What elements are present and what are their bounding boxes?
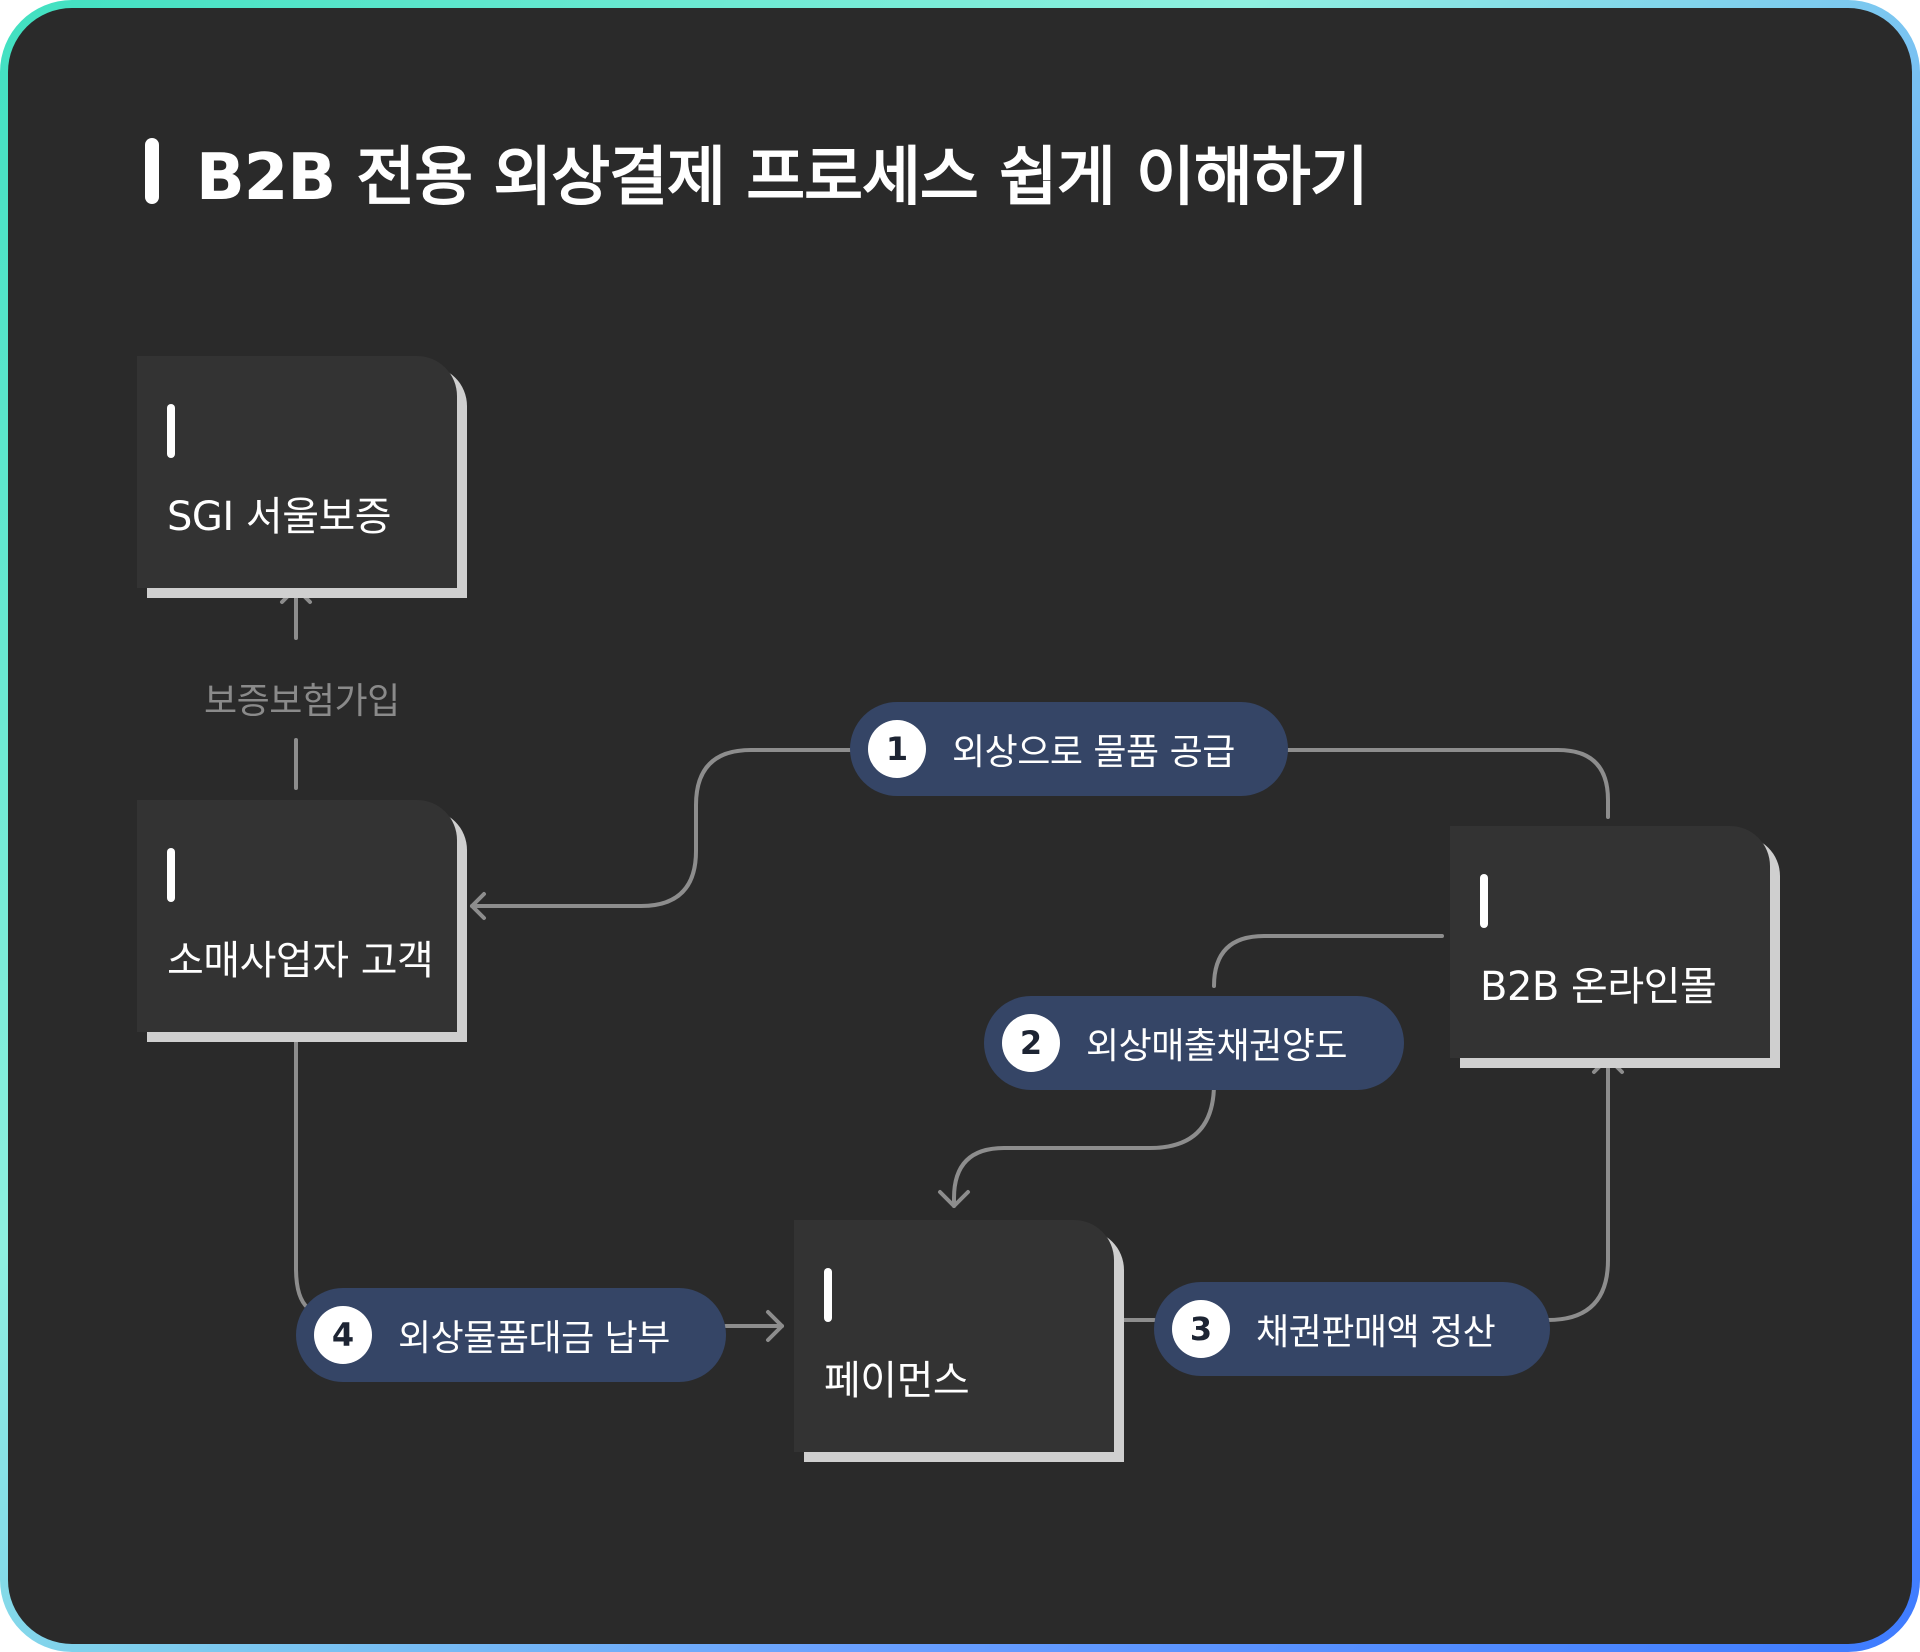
step-2-label: 외상매출채권양도 <box>1086 1026 1347 1067</box>
node-accent-bar <box>1480 874 1488 928</box>
step-1-pill: 1 외상으로 물품 공급 <box>850 702 1288 796</box>
node-accent-bar <box>167 404 175 458</box>
step-4-pill: 4 외상물품대금 납부 <box>296 1288 726 1382</box>
connector-step4 <box>294 1030 784 1328</box>
title-accent-bar <box>145 138 159 204</box>
arrowhead-paymence-left <box>766 1310 784 1342</box>
node-sgi: SGI 서울보증 <box>137 356 467 598</box>
node-card <box>137 356 457 588</box>
step-3-number: 3 <box>1172 1300 1230 1358</box>
node-retailer: 소매사업자 고객 <box>137 800 467 1042</box>
node-accent-bar <box>824 1268 832 1322</box>
diagram-panel: B2B 전용 외상결제 프로세스 쉽게 이해하기 SGI 서울보증 <box>8 8 1912 1644</box>
connector-step2 <box>952 934 1444 1208</box>
step-3-pill: 3 채권판매액 정산 <box>1154 1282 1550 1376</box>
connector-lines <box>280 586 1624 1342</box>
step-3-label: 채권판매액 정산 <box>1256 1312 1496 1353</box>
node-accent-bar <box>167 848 175 902</box>
node-card <box>137 800 457 1032</box>
node-paymence-label: 페이먼스 <box>824 1358 970 1404</box>
step-2-pill: 2 외상매출채권양도 <box>984 996 1404 1090</box>
step-2-number: 2 <box>1002 1014 1060 1072</box>
connector-step3 <box>1116 1056 1610 1322</box>
guarantee-insurance-label: 보증보험가입 <box>204 681 400 722</box>
step-1-label: 외상으로 물품 공급 <box>952 732 1235 773</box>
arrowhead-paymence-top <box>938 1190 970 1208</box>
node-sgi-label: SGI 서울보증 <box>167 494 392 540</box>
node-mall: B2B 온라인몰 <box>1450 826 1780 1068</box>
connector-step1 <box>470 748 1610 908</box>
arrowhead-retailer <box>470 892 486 920</box>
node-card <box>1450 826 1770 1058</box>
step-1-number: 1 <box>868 720 926 778</box>
page-title: B2B 전용 외상결제 프로세스 쉽게 이해하기 <box>196 141 1369 215</box>
node-paymence: 페이먼스 <box>794 1220 1124 1462</box>
step-4-label: 외상물품대금 납부 <box>398 1318 670 1359</box>
node-mall-label: B2B 온라인몰 <box>1480 964 1717 1010</box>
step-4-number: 4 <box>314 1306 372 1364</box>
node-card <box>794 1220 1114 1452</box>
node-retailer-label: 소매사업자 고객 <box>167 938 434 984</box>
